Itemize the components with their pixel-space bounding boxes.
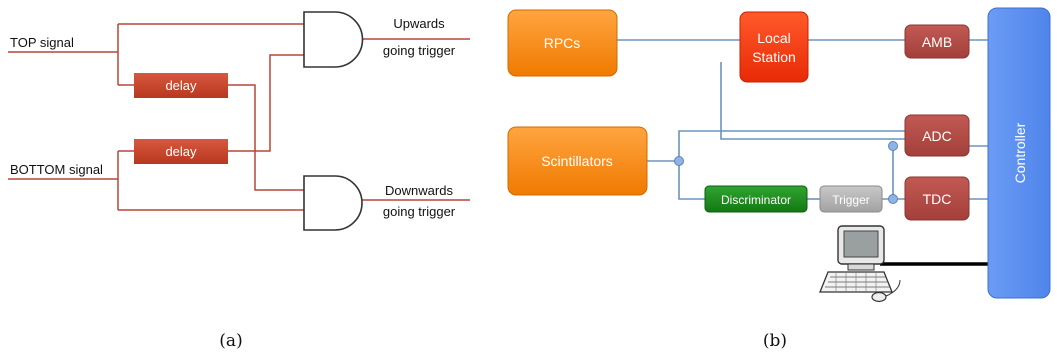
and-gate-upward <box>303 11 364 68</box>
delay-box-upper: delay <box>134 73 228 98</box>
trigger-label: Trigger <box>832 193 870 207</box>
local-station-label-line1: Local <box>757 30 790 46</box>
local-station-label-line2: Station <box>752 49 796 65</box>
delay-label: delay <box>165 78 197 93</box>
panel-b-junctions <box>674 141 898 204</box>
scintillators-label: Scintillators <box>541 153 613 169</box>
panel-a-caption: (a) <box>219 331 242 351</box>
upward-trigger-label-line2: going trigger <box>383 43 456 58</box>
and-gate-downward <box>303 175 363 231</box>
panel-b-wires <box>617 39 988 200</box>
delay-label: delay <box>165 144 197 159</box>
scintillators-block: Scintillators <box>507 126 648 196</box>
controller-block: Controller <box>987 7 1051 299</box>
bottom-signal-label: BOTTOM signal <box>10 162 103 177</box>
top-signal-label: TOP signal <box>10 35 74 50</box>
amb-block: AMB <box>904 24 970 59</box>
panel-b-block-diagram: RPCs Scintillators Local Station AMB ADC… <box>507 7 1051 351</box>
tdc-label: TDC <box>923 191 952 207</box>
controller-label: Controller <box>1012 122 1028 183</box>
rpcs-label: RPCs <box>544 35 581 51</box>
tdc-block: TDC <box>904 176 970 221</box>
discriminator-label: Discriminator <box>721 193 791 207</box>
amb-label: AMB <box>922 34 952 50</box>
delay-box-lower: delay <box>134 139 228 164</box>
trigger-block: Trigger <box>819 185 883 213</box>
panel-b-caption: (b) <box>763 331 787 351</box>
downward-trigger-label-line1: Downwards <box>385 183 453 198</box>
rpcs-block: RPCs <box>507 9 618 77</box>
panel-a-wires <box>8 23 470 211</box>
adc-label: ADC <box>922 128 952 144</box>
downward-trigger-label-line2: going trigger <box>383 204 456 219</box>
discriminator-block: Discriminator <box>704 185 808 213</box>
computer-icon <box>819 225 901 303</box>
local-station-block: Local Station <box>739 11 809 83</box>
upward-trigger-label-line1: Upwards <box>393 16 445 31</box>
adc-block: ADC <box>904 114 970 157</box>
panel-a-logic-diagram: delay delay TOP signal BOTTOM signal Upw… <box>8 11 470 351</box>
